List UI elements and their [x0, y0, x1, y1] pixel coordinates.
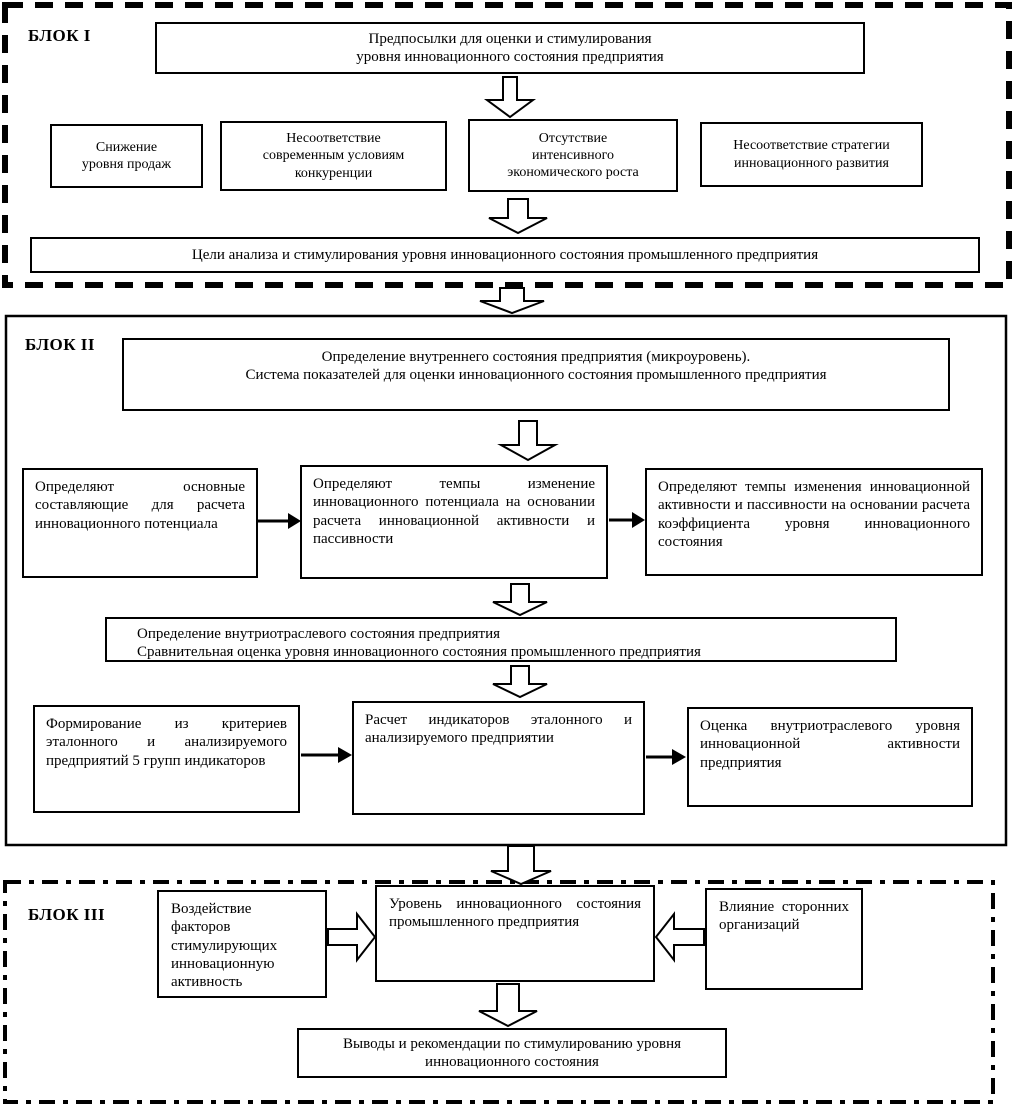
- reason-box-strategy: Несоответствие стратегии инновационного …: [700, 122, 923, 187]
- activity-change-rate-box: Определяют темпы изменения инновационной…: [645, 468, 983, 576]
- premises-box: Предпосылки для оценки и стимулирования …: [155, 22, 865, 74]
- block2-frame: [4, 314, 1008, 847]
- down-arrow-icon: [478, 983, 538, 1028]
- stimulating-factors-box: Воздействие факторов стимулирующих иннов…: [157, 890, 327, 998]
- down-arrow-icon: [492, 665, 548, 699]
- reason-box-growth: Отсутствие интенсивного экономического р…: [468, 119, 678, 192]
- goals-box: Цели анализа и стимулирования уровня инн…: [30, 237, 980, 273]
- down-arrow-icon: [483, 76, 537, 119]
- block2-label: БЛОК II: [25, 335, 96, 354]
- right-arrow-icon: [301, 747, 352, 763]
- left-arrow-icon: [654, 911, 705, 963]
- reason-box-competition: Несоответствие современным условиям конк…: [220, 121, 447, 191]
- down-arrow-icon: [497, 420, 559, 462]
- external-organizations-box: Влияние сторонних организаций: [705, 888, 863, 990]
- potential-change-rate-box: Определяют темпы изменение инновационног…: [300, 465, 608, 579]
- down-arrow-icon: [490, 845, 552, 886]
- intra-industry-assessment-box: Оценка внутриотраслевого уровня инноваци…: [687, 707, 973, 807]
- reason-box-sales: Снижение уровня продаж: [50, 124, 203, 188]
- conclusions-box: Выводы и рекомендации по стимулированию …: [297, 1028, 727, 1078]
- potential-components-box: Определяют основные составляющие для рас…: [22, 468, 258, 578]
- right-arrow-icon: [646, 749, 686, 765]
- block3-label: БЛОК III: [28, 905, 106, 924]
- intra-industry-header-box: Определение внутриотраслевого состояния …: [105, 617, 897, 662]
- down-arrow-icon: [492, 583, 548, 617]
- down-arrow-icon: [488, 198, 548, 235]
- block1-frame: [2, 2, 1012, 288]
- right-arrow-icon: [609, 512, 645, 528]
- indicator-calculation-box: Расчет индикаторов эталонного и анализир…: [352, 701, 645, 815]
- right-arrow-icon: [327, 911, 377, 963]
- right-arrow-icon: [258, 513, 301, 529]
- indicator-groups-box: Формирование из критериев эталонного и а…: [33, 705, 300, 813]
- block1-label: БЛОК I: [28, 26, 91, 45]
- innovation-state-level-box: Уровень инновационного состояния промышл…: [375, 885, 655, 982]
- micro-level-header-box: Определение внутреннего состояния предпр…: [122, 338, 950, 411]
- down-arrow-icon: [479, 287, 545, 315]
- block3-frame: [3, 880, 995, 1104]
